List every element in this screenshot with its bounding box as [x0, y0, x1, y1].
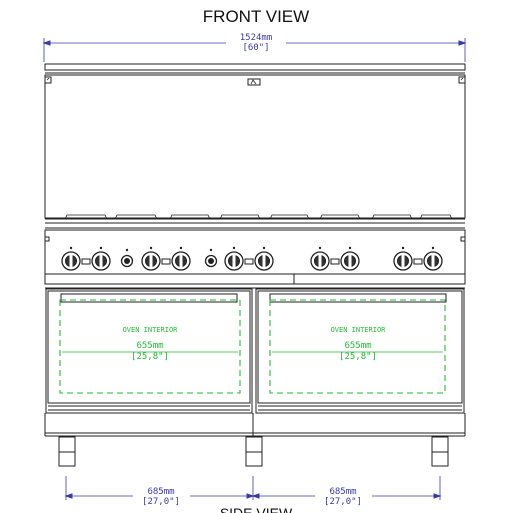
oven-knob-1[interactable] — [120, 248, 134, 268]
burner-knob-8[interactable] — [340, 246, 360, 271]
burner-grates — [45, 214, 465, 229]
oven-width-in-left: [27,0"] — [142, 497, 180, 507]
igniter-button[interactable] — [161, 258, 171, 265]
burner-knob-6[interactable] — [254, 246, 274, 271]
oven-interior-in-left: [25,8"] — [131, 352, 169, 362]
oven-interior-label-right: OVEN INTERIOR — [331, 326, 387, 334]
burner-knob-9[interactable] — [393, 246, 413, 271]
burner-knob-2[interactable] — [91, 246, 111, 271]
oven-width-in-right: [27,0"] — [324, 497, 362, 507]
burner-knob-5[interactable] — [224, 246, 244, 271]
oven-width-dimension — [64, 476, 442, 500]
igniter-button[interactable] — [81, 258, 91, 265]
oven-interior-mm-left: 655mm — [136, 341, 163, 351]
oven-knob-2[interactable] — [204, 248, 218, 268]
oven-door-left — [45, 288, 253, 414]
burner-knob-1[interactable] — [61, 246, 81, 271]
control-panel — [44, 229, 466, 289]
burner-knob-10[interactable] — [423, 246, 443, 271]
igniter-button[interactable] — [413, 258, 423, 265]
burner-knob-4[interactable] — [171, 246, 191, 271]
base-and-legs — [44, 413, 466, 467]
igniter-button[interactable] — [244, 258, 254, 265]
burner-knob-3[interactable] — [141, 246, 161, 271]
backsplash-panel — [44, 74, 466, 219]
control-knobs — [61, 246, 443, 271]
top-edge — [44, 63, 466, 74]
oven-interior-in-right: [25,8"] — [339, 352, 377, 362]
oven-interior-mm-right: 655mm — [344, 341, 371, 351]
oven-door-right — [255, 288, 465, 414]
overall-width-dimension — [42, 38, 467, 62]
oven-width-mm-right: 685mm — [329, 487, 356, 497]
side-view-title: SIDE VIEW — [219, 505, 293, 513]
oven-interior-label-left: OVEN INTERIOR — [123, 326, 179, 334]
oven-width-mm-left: 685mm — [147, 487, 174, 497]
front-view-title: FRONT VIEW — [202, 7, 310, 26]
burner-knob-7[interactable] — [310, 246, 330, 271]
oven-interior-right — [269, 299, 446, 394]
overall-width-mm: 1524mm — [240, 33, 273, 43]
overall-width-in: [60"] — [242, 43, 269, 53]
igniter-button[interactable] — [330, 258, 340, 265]
oven-interior-left — [59, 299, 241, 394]
